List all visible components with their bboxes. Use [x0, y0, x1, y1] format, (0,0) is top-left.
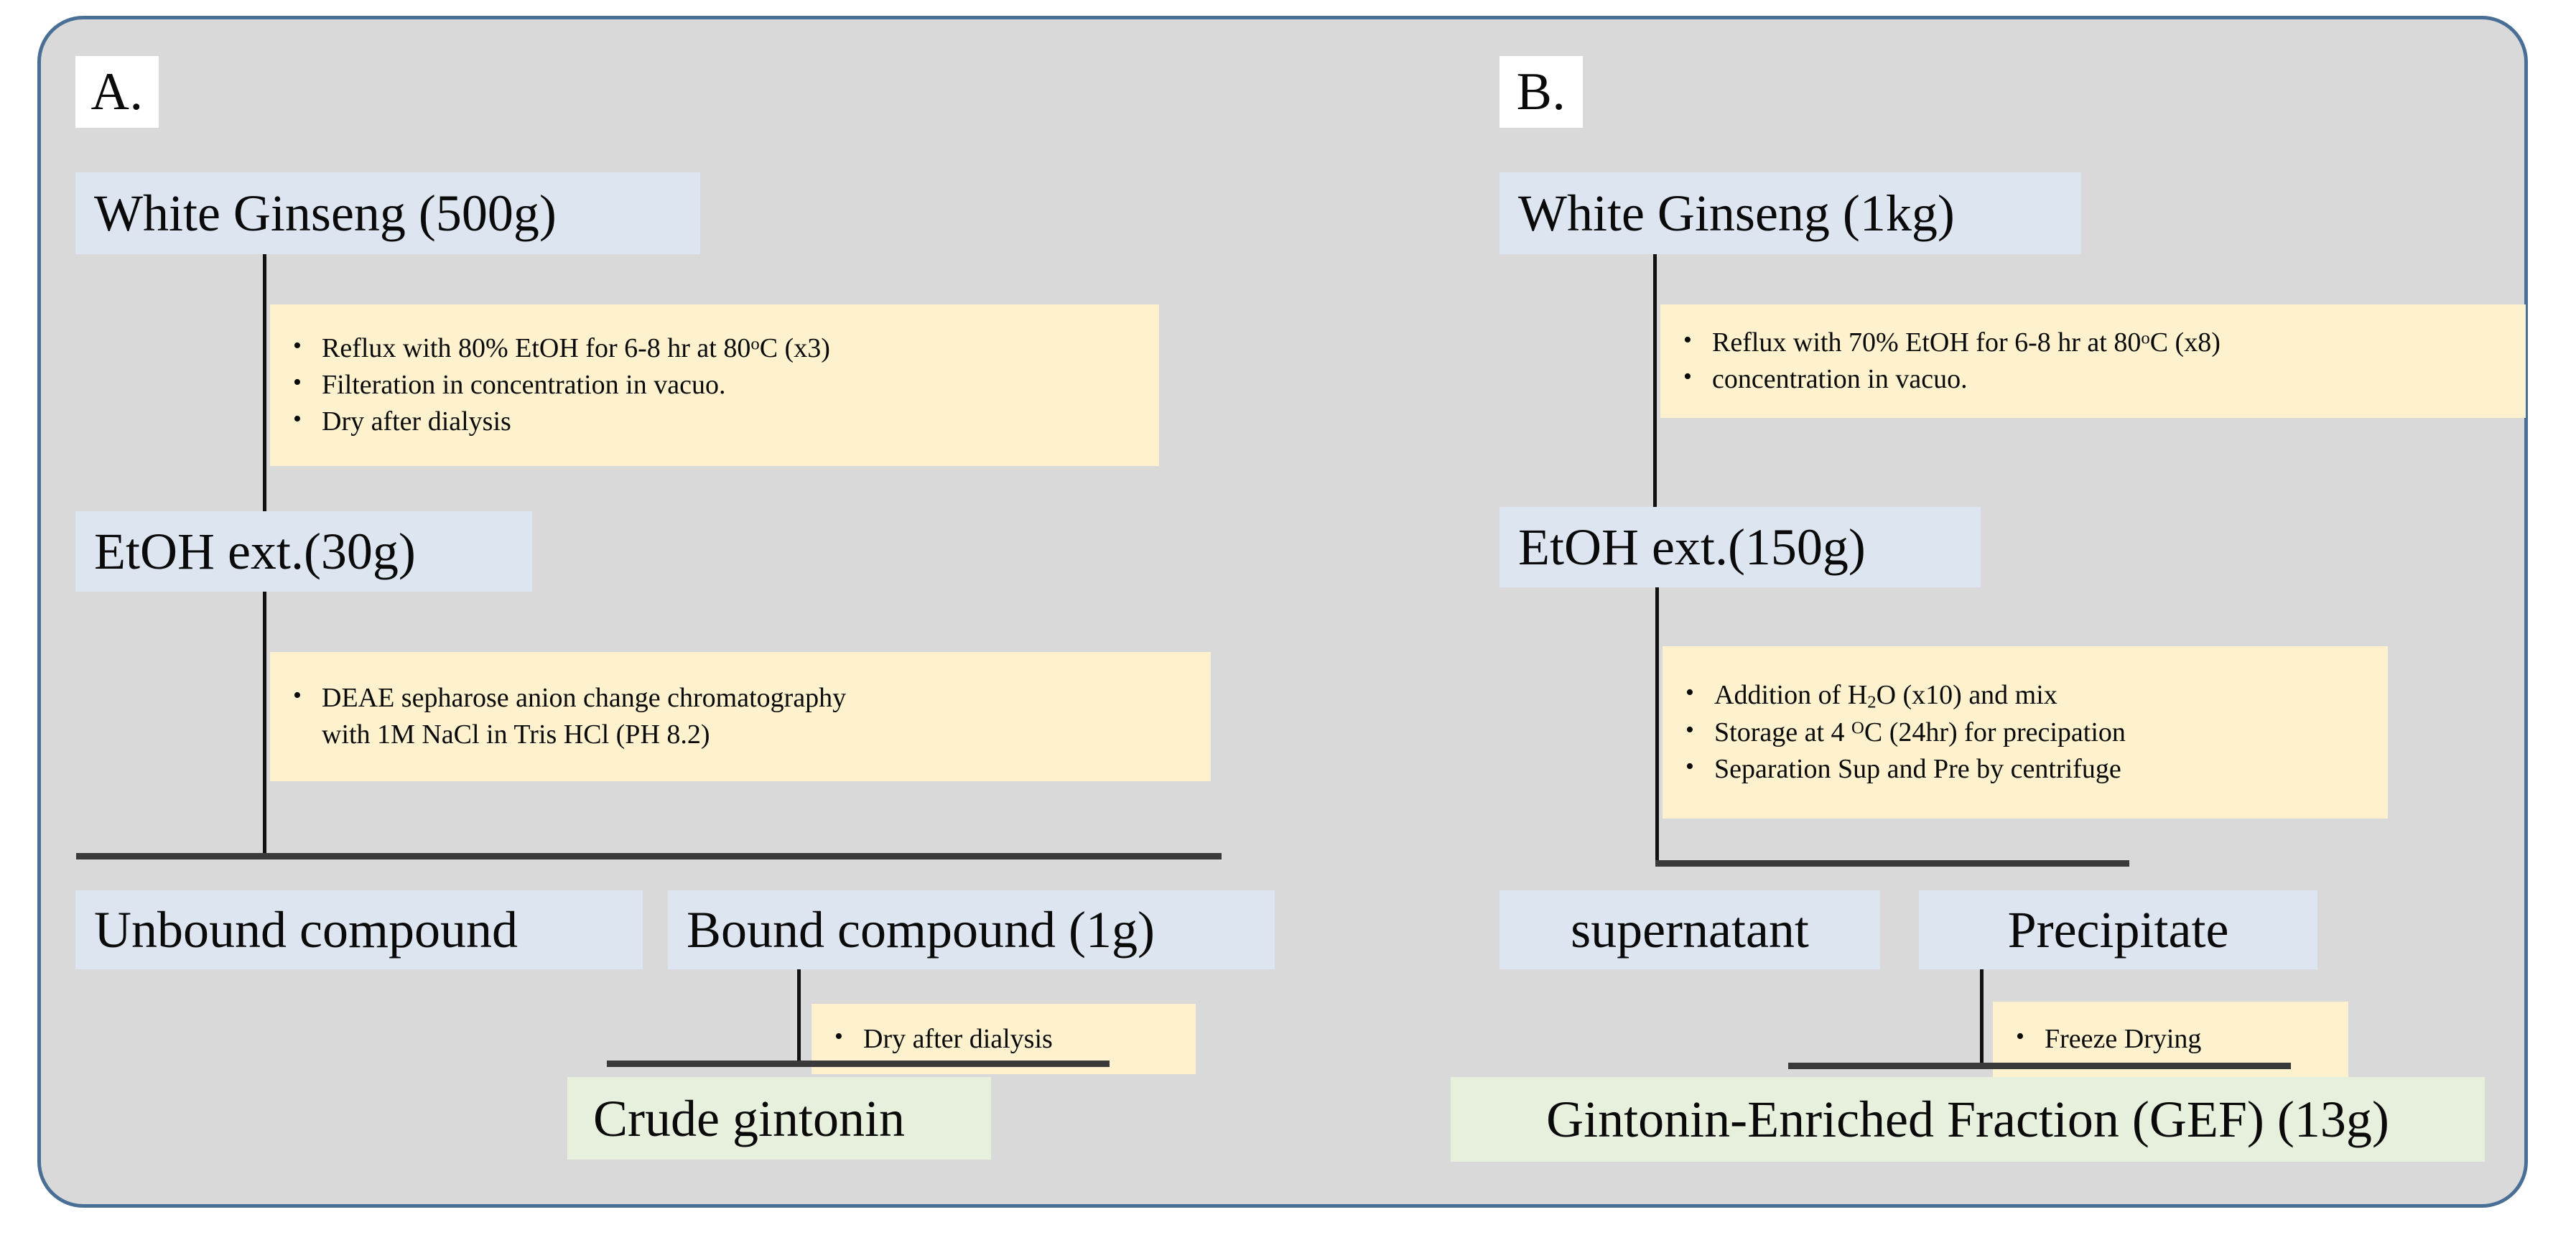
- panel-a-connector-3: [797, 969, 801, 1064]
- panel-b-branch-left-box: supernatant: [1499, 890, 1880, 969]
- panel-a-start-box: White Ginseng (500g): [75, 172, 700, 254]
- panel-a-mid-box: EtOH ext.(30g): [75, 511, 532, 592]
- panel-a-step1-notes: Reflux with 80% EtOH for 6-8 hr at 80oC …: [270, 304, 1159, 466]
- panel-b-step1-bullet-1-text: Reflux with 70% EtOH for 6-8 hr at 80: [1712, 327, 2142, 358]
- panel-b-step1-list: Reflux with 70% EtOH for 6-8 hr at 80oC …: [1673, 324, 2510, 398]
- panel-b-connector-2: [1655, 587, 1659, 866]
- panel-a-letter: A.: [75, 56, 159, 128]
- panel-b-step2-list: Addition of H2O (x10) and mix Storage at…: [1675, 676, 2372, 788]
- panel-a-step2-line-1: DEAE sepharose anion change chromatograp…: [322, 683, 847, 714]
- panel-b-letter: B.: [1499, 56, 1583, 128]
- panel-a-branch-left-box: Unbound compound: [75, 890, 643, 969]
- panel-a-step3-bullet-1: Dry after dialysis: [824, 1020, 1180, 1058]
- degree-sup-icon: O: [1851, 718, 1864, 738]
- panel-b-step1-bullet-1: Reflux with 70% EtOH for 6-8 hr at 80oC …: [1673, 324, 2510, 361]
- degree-sup-icon: o: [750, 334, 760, 354]
- panel-a-connector-1: [263, 254, 266, 520]
- panel-b-step2-bullet-2-post: C (24hr) for precipation: [1864, 717, 2126, 747]
- panel-a-result-bar: [607, 1061, 1110, 1067]
- panel-a-branch-right-box: Bound compound (1g): [668, 890, 1275, 969]
- panel-b-step2-bullet-2-pre: Storage at 4: [1714, 717, 1852, 747]
- panel-b-branch-bar: [1655, 860, 2129, 867]
- panel-b-step1-notes: Reflux with 70% EtOH for 6-8 hr at 80oC …: [1660, 304, 2526, 418]
- panel-a-step2-bullet-1: DEAE sepharose anion change chromatograp…: [283, 679, 1195, 753]
- panel-b-step1-bullet-1-tail: C (x8): [2149, 327, 2221, 358]
- panel-a-branch-bar: [76, 853, 1222, 859]
- panel-a-step1-bullet-3: Dry after dialysis: [283, 403, 1143, 440]
- panel-a-step1-bullet-1-tail: C (x3): [759, 333, 830, 364]
- panel-b-mid-box: EtOH ext.(150g): [1499, 507, 1981, 587]
- panel-b-branch-right-box: Precipitate: [1919, 890, 2317, 969]
- panel-b-step2-notes: Addition of H2O (x10) and mix Storage at…: [1663, 646, 2388, 819]
- panel-b-step2-bullet-1-post: O (x10) and mix: [1876, 680, 2057, 711]
- panel-b-start-box: White Ginseng (1kg): [1499, 172, 2081, 254]
- panel-b-step2-bullet-3: Separation Sup and Pre by centrifuge: [1675, 750, 2372, 788]
- panel-b-step1-bullet-2: concentration in vacuo.: [1673, 360, 2510, 398]
- panel-a-step1-bullet-1: Reflux with 80% EtOH for 6-8 hr at 80oC …: [283, 330, 1143, 367]
- panel-a-step1-bullet-2: Filteration in concentration in vacuo.: [283, 366, 1143, 404]
- panel-b-connector-3: [1980, 969, 1984, 1066]
- panel-b-step2-bullet-2: Storage at 4 OC (24hr) for precipation: [1675, 714, 2372, 751]
- panel-a-connector-2: [263, 592, 266, 859]
- panel-a-result-box: Crude gintonin: [567, 1077, 991, 1160]
- panel-a-step2-notes: DEAE sepharose anion change chromatograp…: [270, 652, 1211, 781]
- panel-a-step3-list: Dry after dialysis: [824, 1020, 1180, 1058]
- panel-b-step2-bullet-1-pre: Addition of H: [1714, 680, 1868, 711]
- degree-sup-icon: o: [2141, 328, 2150, 348]
- panel-b-step3-bullet-1: Freeze Drying: [2006, 1020, 2333, 1058]
- panel-b-connector-1: [1653, 254, 1657, 514]
- panel-a-step2-line-2: with 1M NaCl in Tris HCl (PH 8.2): [322, 719, 710, 750]
- panel-b-result-bar: [1788, 1063, 2291, 1069]
- subscript-2-icon: 2: [1867, 692, 1877, 712]
- panel-a-step1-bullet-1-text: Reflux with 80% EtOH for 6-8 hr at 80: [322, 333, 751, 364]
- panel-b-step2-bullet-1: Addition of H2O (x10) and mix: [1675, 676, 2372, 714]
- panel-a-step1-list: Reflux with 80% EtOH for 6-8 hr at 80oC …: [283, 330, 1143, 440]
- panel-b-result-box: Gintonin-Enriched Fraction (GEF) (13g): [1451, 1077, 2485, 1162]
- panel-b-step3-list: Freeze Drying: [2006, 1020, 2333, 1058]
- panel-a-step2-list: DEAE sepharose anion change chromatograp…: [283, 679, 1195, 753]
